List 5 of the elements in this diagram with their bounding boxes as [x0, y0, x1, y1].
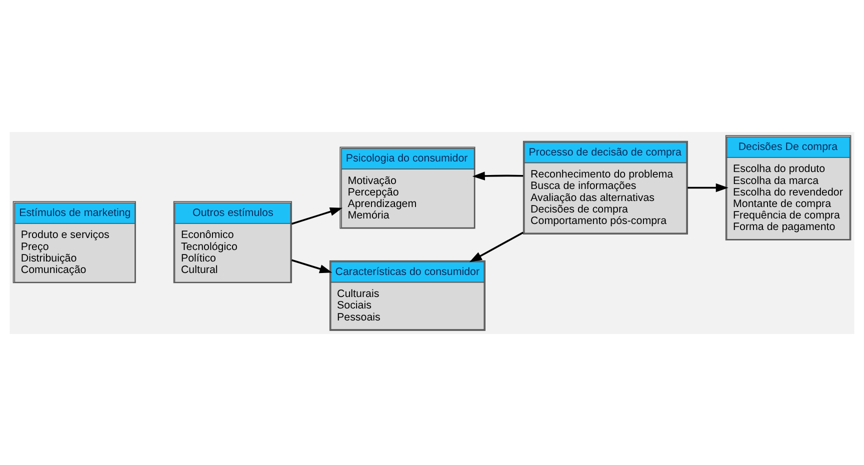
arrow [469, 231, 524, 262]
arrow [291, 206, 343, 224]
arrow [472, 171, 524, 180]
arrow [688, 182, 728, 192]
arrow [291, 258, 332, 273]
